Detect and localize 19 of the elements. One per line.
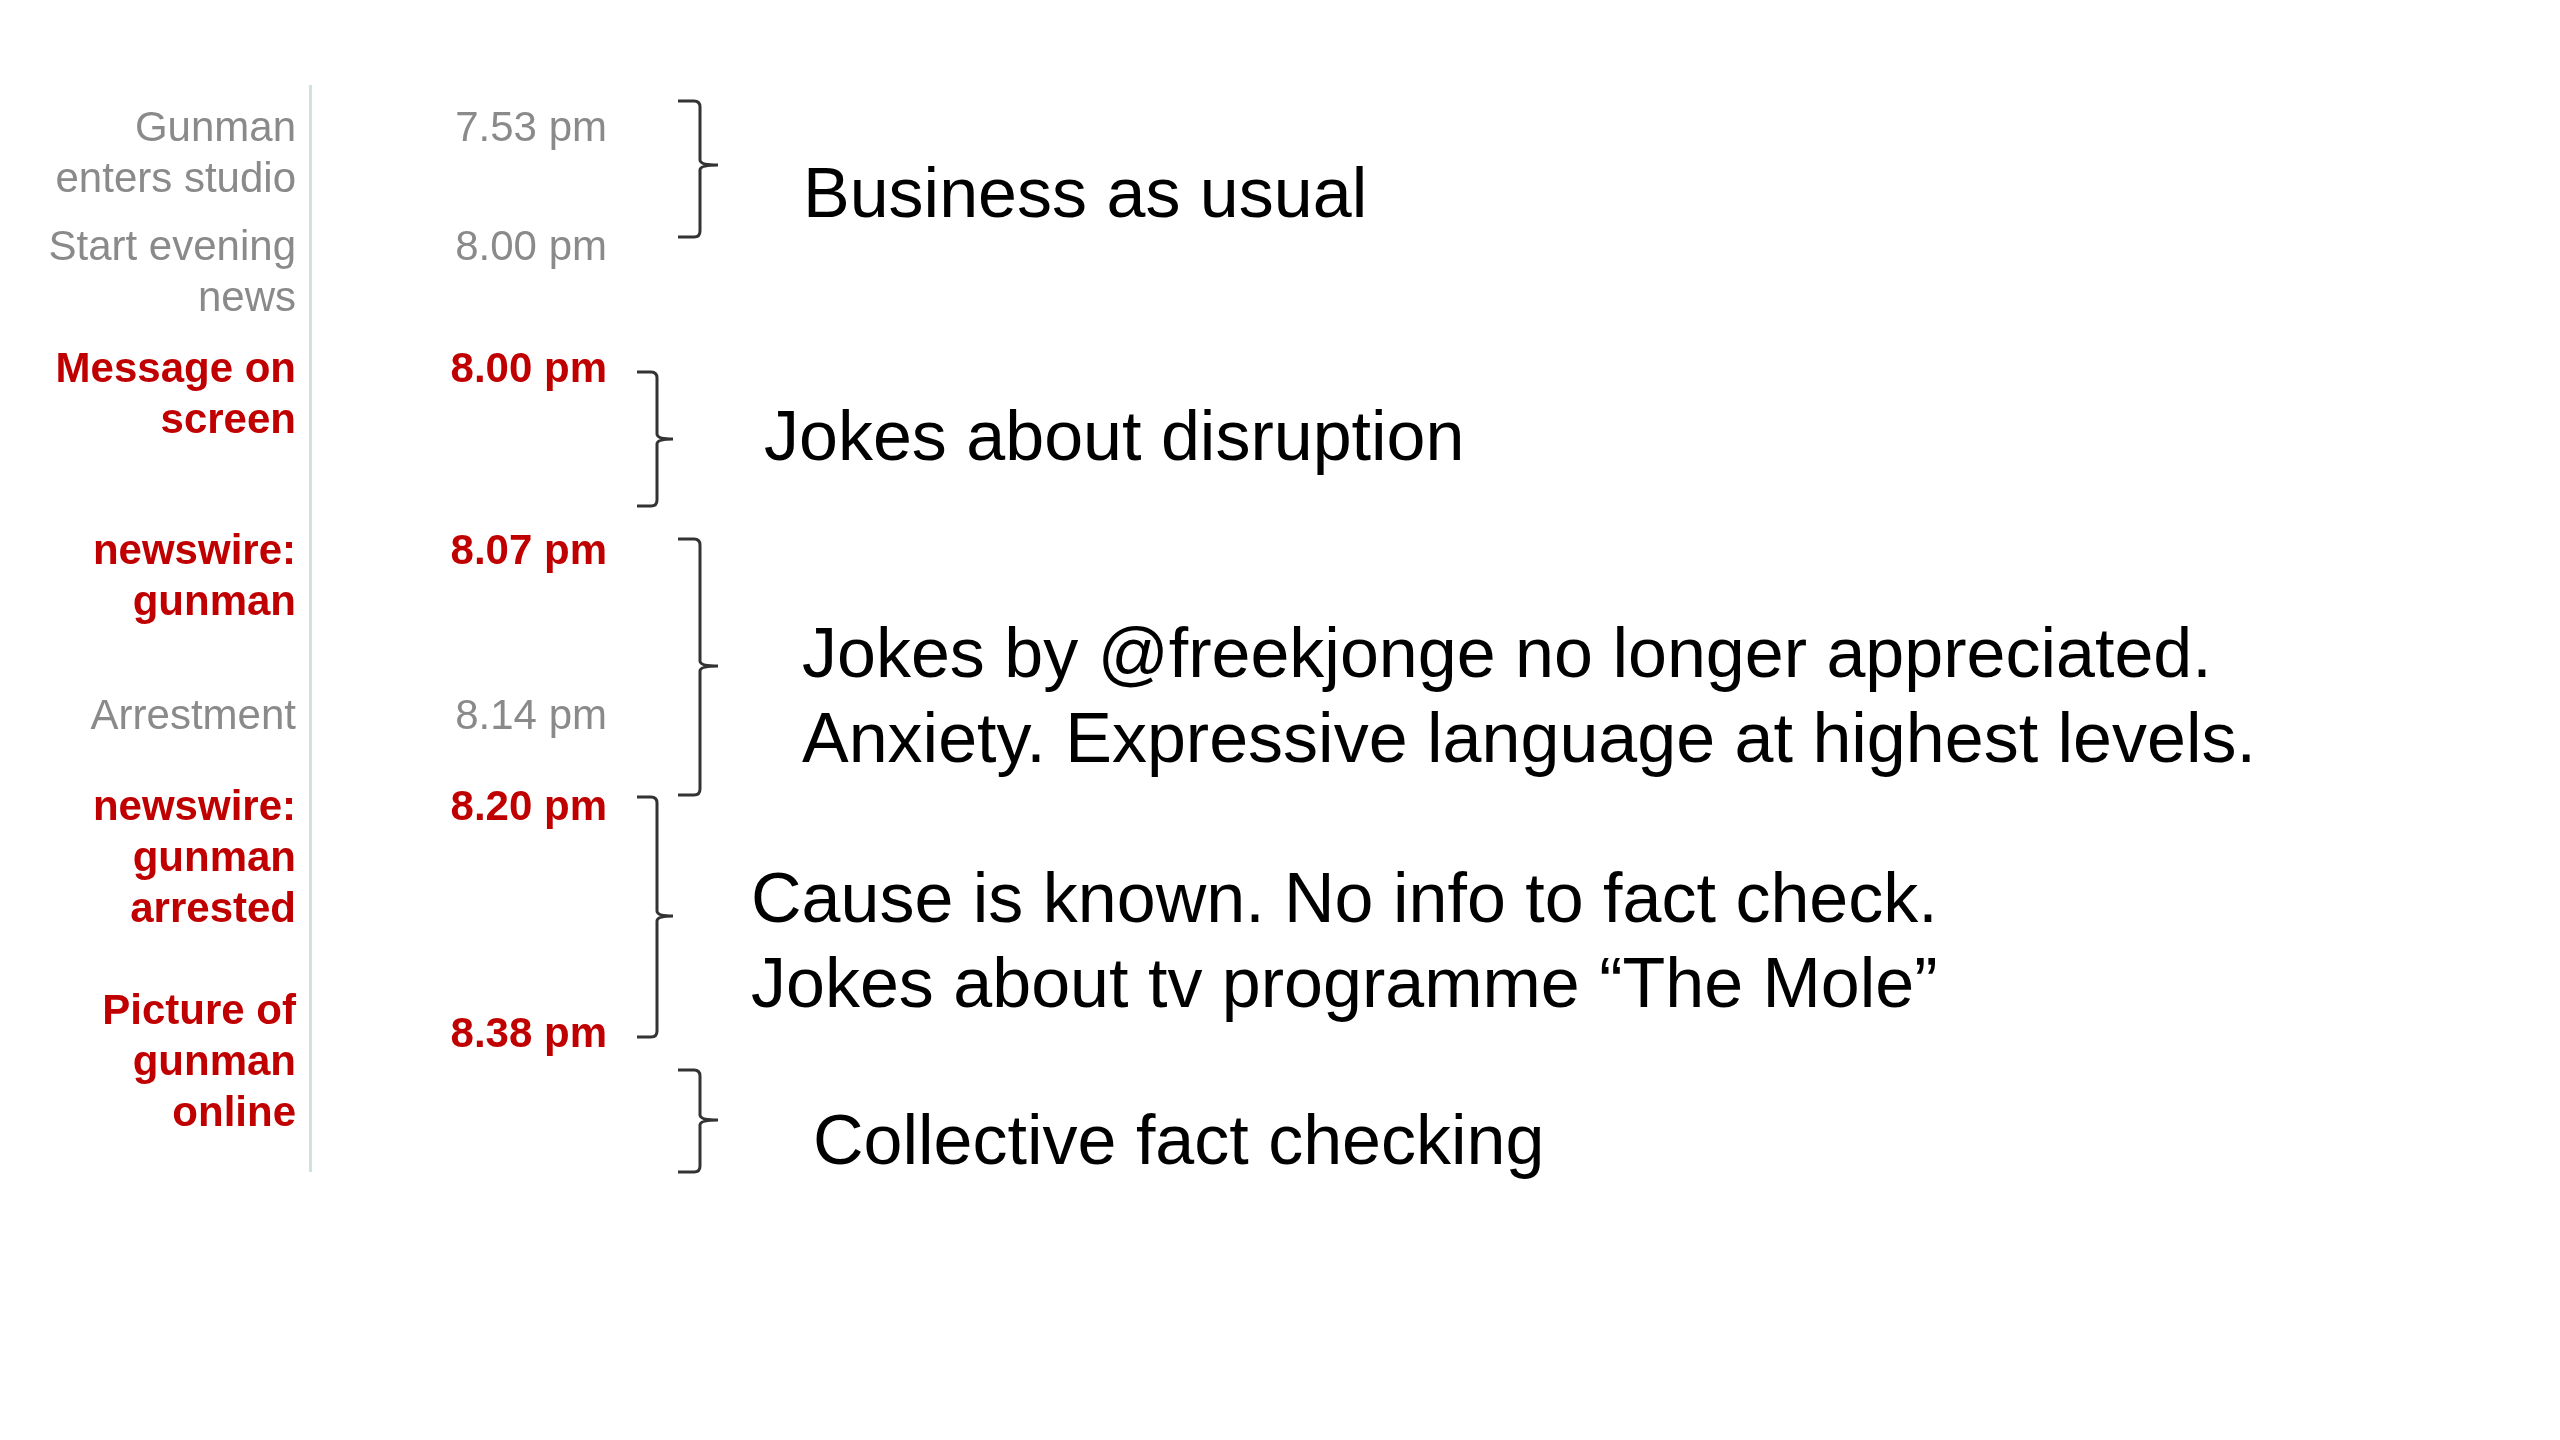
phase-description: Collective fact checking xyxy=(813,1100,1545,1181)
time-label: 7.53 pm xyxy=(455,102,607,152)
time-label: 8.38 pm xyxy=(450,1008,607,1058)
time-label: 8.00 pm xyxy=(450,343,607,393)
phase-description: Jokes about disruption xyxy=(764,396,1465,477)
phase-description: Cause is known. No info to fact check. Jokes about tv programme “The Mole” xyxy=(751,858,1939,1024)
event-label: newswire: gunman arrested xyxy=(91,781,296,933)
event-label: Message on screen xyxy=(54,343,296,444)
event-label: Gunman enters studio xyxy=(54,102,296,203)
event-label: Start evening news xyxy=(47,221,296,322)
time-label: 8.07 pm xyxy=(450,525,607,575)
time-label: 8.14 pm xyxy=(455,690,607,740)
time-label: 8.20 pm xyxy=(450,781,607,831)
event-label: newswire: gunman xyxy=(91,525,296,626)
time-label: 8.00 pm xyxy=(455,221,607,271)
phase-description: Jokes by @freekjonge no longer appreciated. Anxiety. Expressive language at highest levels. xyxy=(802,613,2257,779)
phase-description: Business as usual xyxy=(803,153,1368,234)
event-label: Picture of gunman online xyxy=(101,985,296,1137)
event-label: Arrestment xyxy=(89,690,296,740)
